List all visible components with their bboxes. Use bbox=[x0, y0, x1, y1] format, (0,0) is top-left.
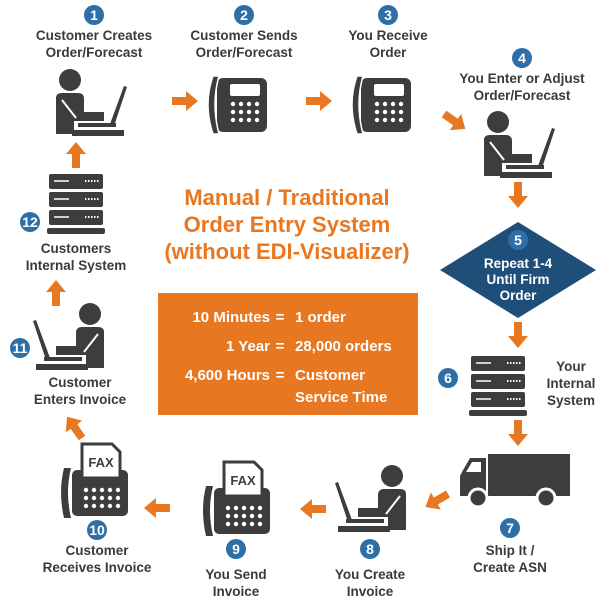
stat-equals: = bbox=[275, 367, 285, 384]
stat-equals: = bbox=[275, 338, 285, 355]
arrow-left-icon bbox=[144, 498, 170, 518]
step-5-badge: 5 bbox=[508, 230, 528, 250]
svg-text:FAX: FAX bbox=[88, 455, 114, 470]
step-8-badge: 8 bbox=[360, 539, 380, 559]
stat-value: Service Time bbox=[295, 389, 388, 406]
arrow-left-icon bbox=[300, 499, 326, 519]
arrow-up-icon bbox=[46, 280, 66, 306]
step-6-badge: 6 bbox=[438, 368, 458, 388]
arrow-down-left-icon bbox=[420, 485, 453, 516]
stat-value: 28,000 orders bbox=[295, 338, 392, 355]
step-1-badge: 1 bbox=[84, 5, 104, 25]
step-3-badge: 3 bbox=[378, 5, 398, 25]
truck-icon bbox=[460, 454, 570, 509]
stat-key: 1 Year bbox=[226, 338, 270, 355]
stat-equals: = bbox=[275, 309, 285, 326]
repeat-decision-diamond bbox=[440, 222, 596, 318]
stats-box: 10 Minutes=1 order 1 Year=28,000 orders … bbox=[158, 293, 418, 415]
fax-icon: FAX bbox=[59, 442, 130, 520]
arrow-down-icon bbox=[508, 322, 528, 348]
arrow-down-icon bbox=[508, 420, 528, 446]
stat-value: Customer bbox=[295, 367, 366, 384]
step-7-badge: 7 bbox=[500, 518, 520, 538]
arrow-right-icon bbox=[306, 91, 332, 111]
step-11-badge: 11 bbox=[10, 338, 30, 358]
step-2-badge: 2 bbox=[234, 5, 254, 25]
arrow-up-icon bbox=[66, 142, 86, 168]
arrow-up-left-icon bbox=[58, 410, 91, 444]
step-12-badge: 12 bbox=[20, 212, 40, 232]
step-4-badge: 4 bbox=[512, 48, 532, 68]
stat-key: 10 Minutes bbox=[192, 309, 270, 326]
arrow-down-icon bbox=[508, 182, 528, 208]
fax-icon: FAX bbox=[201, 460, 272, 538]
step-10-badge: 10 bbox=[87, 520, 107, 540]
arrow-right-icon bbox=[172, 91, 198, 111]
arrow-down-right-icon bbox=[438, 105, 472, 138]
stat-value: 1 order bbox=[295, 309, 346, 326]
step-7-label: Ship It /Create ASN bbox=[473, 543, 547, 575]
svg-text:FAX: FAX bbox=[230, 473, 256, 488]
step-9-badge: 9 bbox=[226, 539, 246, 559]
stat-key: 4,600 Hours bbox=[184, 367, 270, 384]
